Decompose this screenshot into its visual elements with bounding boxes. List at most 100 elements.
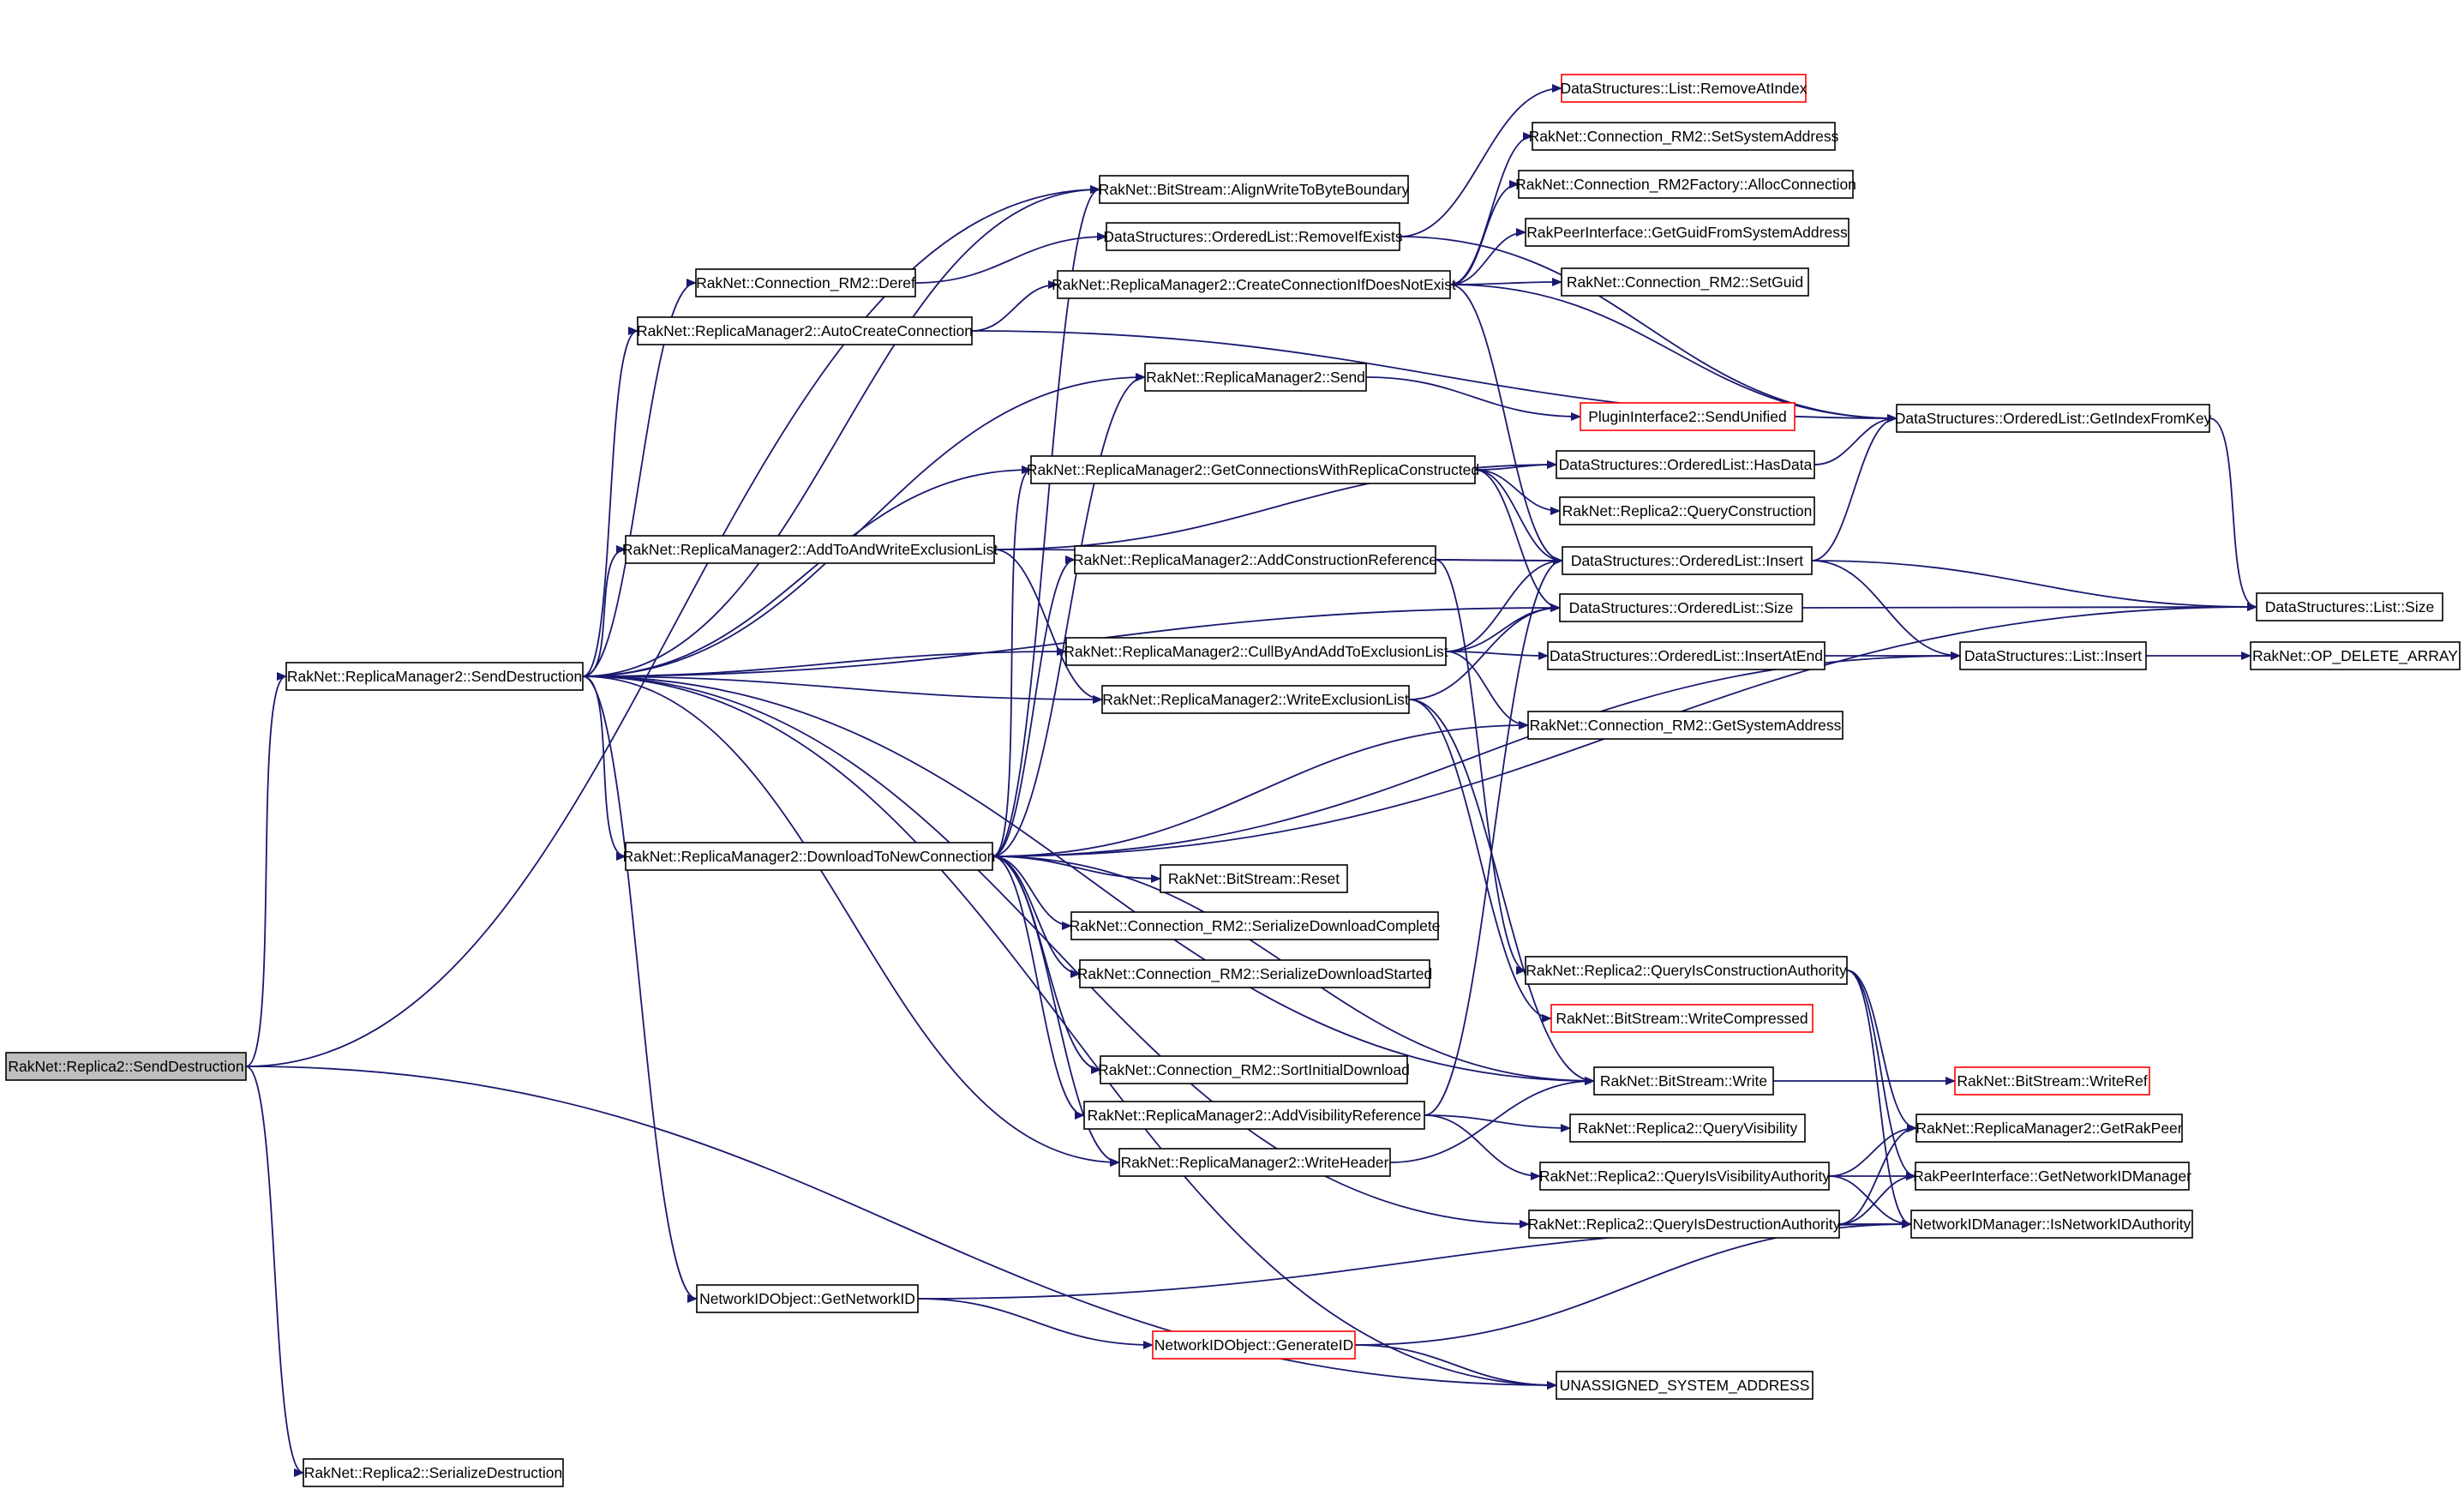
node-list-insert[interactable]: DataStructures::List::Insert: [1959, 641, 2147, 670]
node-rm2-send[interactable]: RakNet::ReplicaManager2::Send: [1144, 363, 1367, 392]
node-add-construction-ref[interactable]: RakNet::ReplicaManager2::AddConstruction…: [1073, 545, 1437, 574]
node-box: [1910, 1210, 2193, 1239]
node-box: [1160, 864, 1348, 893]
call-edge-download_new_conn-to-align_write: [992, 185, 1100, 857]
node-write-header[interactable]: RakNet::ReplicaManager2::WriteHeader: [1118, 1148, 1391, 1177]
node-conn-set-system-address[interactable]: RakNet::Connection_RM2::SetSystemAddress: [1529, 122, 1839, 151]
node-box: [1525, 956, 1848, 985]
node-add-write-exclusion[interactable]: RakNet::ReplicaManager2::AddToAndWriteEx…: [622, 535, 998, 564]
node-serialize-destruction[interactable]: RakNet::Replica2::SerializeDestruction: [303, 1458, 564, 1487]
call-edge-ordlist_insert-to-list_size: [1811, 560, 2257, 611]
node-ordlist-insert-at-end[interactable]: DataStructures::OrderedList::InsertAtEnd: [1547, 641, 1826, 670]
call-edge-query_is_destruction_authority-to-get_rak_peer: [1838, 1124, 1917, 1225]
call-edge-write_exclusion_list-to-bitstream_write: [1408, 699, 1595, 1085]
node-serialize-download-started[interactable]: RakNet::Connection_RM2::SerializeDownloa…: [1077, 959, 1432, 988]
node-serialize-download-complete[interactable]: RakNet::Connection_RM2::SerializeDownloa…: [1070, 911, 1441, 940]
call-edge-create_conn_if_not_exist-to-conn_set_system_address: [1449, 132, 1533, 285]
node-box: [1144, 363, 1367, 392]
node-sort-initial-download[interactable]: RakNet::Connection_RM2::SortInitialDownl…: [1098, 1055, 1410, 1084]
node-label: DataStructures::OrderedList::InsertAtEnd: [1550, 647, 1823, 664]
node-generate-id[interactable]: NetworkIDObject::GenerateID: [1152, 1330, 1356, 1360]
call-edge-conn_deref-to-ordlist_remove_if_exists: [914, 232, 1107, 284]
node-list-remove-at-index[interactable]: DataStructures::List::RemoveAtIndex: [1561, 74, 1808, 103]
call-edge-query_is_construction_authority-to-get_rak_peer: [1846, 970, 1917, 1132]
node-plugin-send-unified[interactable]: PluginInterface2::SendUnified: [1580, 402, 1796, 431]
node-label: PluginInterface2::SendUnified: [1588, 408, 1787, 425]
call-edge-rm2_send_destruction-to-auto_create_conn: [582, 327, 638, 677]
node-write-exclusion-list[interactable]: RakNet::ReplicaManager2::WriteExclusionL…: [1101, 685, 1410, 714]
call-edge-rm2_send_destruction-to-align_write: [582, 185, 1100, 677]
node-query-is-destruction-authority[interactable]: RakNet::Replica2::QueryIsDestructionAuth…: [1528, 1210, 1841, 1239]
node-download-new-conn[interactable]: RakNet::ReplicaManager2::DownloadToNewCo…: [623, 842, 996, 871]
node-label: RakNet::Connection_RM2::SetSystemAddress: [1529, 128, 1839, 146]
call-edge-ordlist_get_index_from_key-to-list_size: [2209, 417, 2257, 611]
node-bitstream-reset[interactable]: RakNet::BitStream::Reset: [1160, 864, 1348, 893]
node-label: RakNet::Replica2::QueryIsConstructionAut…: [1526, 962, 1847, 979]
node-get-network-id-manager[interactable]: RakPeerInterface::GetNetworkIDManager: [1913, 1162, 2191, 1191]
call-edge-generate_id-to-is_network_id_authority: [1354, 1220, 1912, 1346]
node-box: [1896, 404, 2210, 433]
node-add-visibility-ref[interactable]: RakNet::ReplicaManager2::AddVisibilityRe…: [1083, 1101, 1425, 1130]
call-edge-rm2_send_destruction-to-write_header: [582, 675, 1120, 1167]
call-edge-download_new_conn-to-conn_get_system_address: [992, 721, 1529, 857]
call-edge-add_visibility_ref-to-query_visibility: [1424, 1114, 1571, 1132]
node-ordlist-get-index-from-key[interactable]: DataStructures::OrderedList::GetIndexFro…: [1895, 404, 2212, 433]
node-query-visibility[interactable]: RakNet::Replica2::QueryVisibility: [1569, 1114, 1806, 1143]
node-conn-get-system-address[interactable]: RakNet::Connection_RM2::GetSystemAddress: [1527, 711, 1844, 740]
node-label: RakNet::ReplicaManager2::CreateConnectio…: [1052, 276, 1456, 293]
node-create-conn-if-not-exist[interactable]: RakNet::ReplicaManager2::CreateConnectio…: [1052, 270, 1456, 299]
node-box: [1561, 74, 1807, 103]
node-box: [1100, 1055, 1408, 1084]
call-edge-get_conns_with_replica-to-ordlist_has_data: [1474, 460, 1557, 471]
node-box: [625, 535, 995, 564]
call-edge-write_exclusion_list-to-ordlist_size: [1408, 603, 1561, 700]
node-ordlist-size[interactable]: DataStructures::OrderedList::Size: [1559, 593, 1803, 622]
node-rm2-send-destruction[interactable]: RakNet::ReplicaManager2::SendDestruction: [285, 662, 584, 691]
node-get-guid-from-address[interactable]: RakPeerInterface::GetGuidFromSystemAddre…: [1525, 218, 1849, 247]
call-edge-root-to-rm2_send_destruction: [245, 672, 287, 1067]
node-ordlist-remove-if-exists[interactable]: DataStructures::OrderedList::RemoveIfExi…: [1103, 222, 1403, 251]
call-edge-rm2_send_destruction-to-bitstream_write: [582, 675, 1595, 1085]
node-box: [1569, 1114, 1806, 1143]
node-label: RakNet::Replica2::QueryIsVisibilityAutho…: [1539, 1168, 1830, 1185]
node-box: [2256, 592, 2443, 621]
call-edge-rm2_send_destruction-to-get_conns_with_replica: [582, 465, 1032, 677]
node-box: [1561, 267, 1809, 297]
node-box: [2250, 641, 2461, 670]
node-write-compressed[interactable]: RakNet::BitStream::WriteCompressed: [1550, 1004, 1814, 1033]
node-conn-deref[interactable]: RakNet::Connection_RM2::Deref: [695, 268, 916, 297]
node-conn-set-guid[interactable]: RakNet::Connection_RM2::SetGuid: [1561, 267, 1809, 297]
call-edge-add_construction_ref-to-ordlist_insert: [1435, 555, 1563, 565]
call-edge-get_conns_with_replica-to-ordlist_size: [1474, 469, 1561, 612]
node-box: [1030, 455, 1476, 484]
node-query-construction[interactable]: RakNet::Replica2::QueryConstruction: [1559, 496, 1815, 525]
node-unassigned-system-address[interactable]: UNASSIGNED_SYSTEM_ADDRESS: [1556, 1371, 1814, 1400]
call-edge-ordlist_size-to-list_size: [1802, 603, 2257, 612]
node-list-size[interactable]: DataStructures::List::Size: [2256, 592, 2443, 621]
node-cull-by-and-add[interactable]: RakNet::ReplicaManager2::CullByAndAddToE…: [1064, 637, 1448, 666]
node-label: RakNet::Connection_RM2::Deref: [696, 274, 915, 292]
node-get-network-id[interactable]: NetworkIDObject::GetNetworkID: [696, 1284, 919, 1313]
node-label: RakNet::ReplicaManager2::CullByAndAddToE…: [1064, 643, 1448, 660]
node-query-is-visibility-authority[interactable]: RakNet::Replica2::QueryIsVisibilityAutho…: [1539, 1162, 1830, 1191]
node-label: RakNet::Connection_RM2::SerializeDownloa…: [1077, 965, 1432, 983]
node-auto-create-conn[interactable]: RakNet::ReplicaManager2::AutoCreateConne…: [637, 316, 973, 345]
node-op-delete-array[interactable]: RakNet::OP_DELETE_ARRAY: [2250, 641, 2461, 670]
node-is-network-id-authority[interactable]: NetworkIDManager::IsNetworkIDAuthority: [1910, 1210, 2193, 1239]
node-box: [1532, 122, 1836, 151]
node-ordlist-insert[interactable]: DataStructures::OrderedList::Insert: [1562, 546, 1813, 575]
call-edge-cull_by_and_add-to-ordlist_insert_at_end: [1445, 651, 1549, 660]
node-box: [1562, 546, 1813, 575]
node-box: [625, 842, 993, 871]
node-write-ref[interactable]: RakNet::BitStream::WriteRef: [1954, 1066, 2150, 1096]
node-align-write[interactable]: RakNet::BitStream::AlignWriteToByteBound…: [1099, 175, 1410, 204]
call-edge-write_header-to-bitstream_write: [1389, 1077, 1595, 1163]
node-query-is-construction-authority[interactable]: RakNet::Replica2::QueryIsConstructionAut…: [1525, 956, 1848, 985]
node-box: [1118, 1148, 1391, 1177]
node-bitstream-write[interactable]: RakNet::BitStream::Write: [1593, 1066, 1774, 1096]
call-edge-query_is_construction_authority-to-is_network_id_authority: [1846, 970, 1912, 1228]
node-get-conns-with-replica[interactable]: RakNet::ReplicaManager2::GetConnectionsW…: [1027, 455, 1479, 484]
node-ordlist-has-data[interactable]: DataStructures::OrderedList::HasData: [1556, 450, 1815, 479]
node-factory-alloc-connection[interactable]: RakNet::Connection_RM2Factory::AllocConn…: [1515, 170, 1856, 199]
node-get-rak-peer[interactable]: RakNet::ReplicaManager2::GetRakPeer: [1915, 1114, 2183, 1143]
